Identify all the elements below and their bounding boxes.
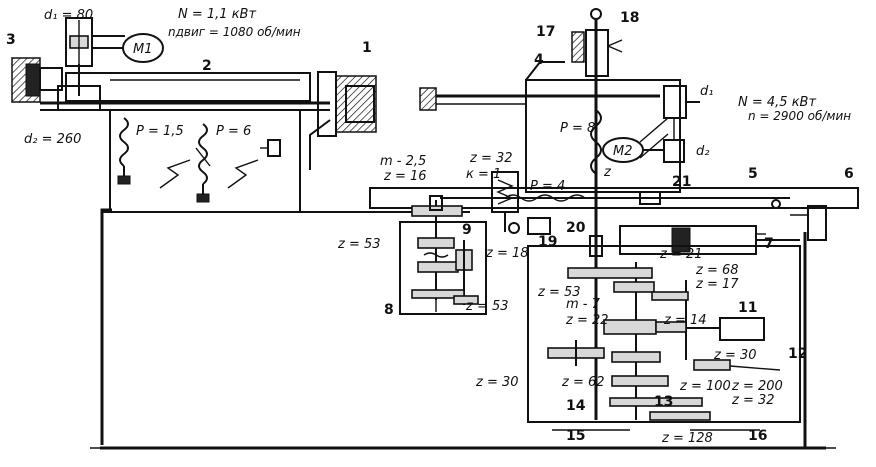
motor1-power-label: N = 1,1 кВт — [178, 7, 256, 22]
gear-z18-label: z = 18 — [485, 246, 529, 261]
part-19: 19 — [538, 234, 557, 250]
gear-z30a-label: z = 30 — [475, 375, 519, 390]
pulley-d1-label: d₁ = 80 — [44, 8, 93, 23]
part-17: 17 — [536, 24, 555, 40]
part-2: 2 — [202, 58, 212, 74]
screw-p8-label: P = 8 — [560, 121, 595, 136]
gear-z16-label: z = 16 — [383, 169, 427, 184]
worm-k1-label: к = 1 — [466, 167, 501, 182]
part-6: 6 — [844, 166, 854, 182]
part-16: 16 — [748, 428, 767, 444]
pulley-d2-m2-label: d₁ — [700, 84, 713, 99]
part-5: 5 — [748, 166, 758, 182]
part-1: 1 — [362, 40, 372, 56]
screw-p15-label: P = 1,5 — [136, 124, 184, 139]
part-9: 9 — [462, 222, 472, 238]
pulley-d1-m2-label: d₂ — [696, 144, 709, 159]
motor2-speed-label: n = 2900 об/мин — [748, 109, 851, 123]
motor1-speed-label: nдвиг = 1080 об/мин — [168, 25, 301, 39]
pulley-d2-label: d₂ = 260 — [24, 132, 81, 147]
motor1-id-label: M1 — [133, 42, 153, 57]
gear-z68-label: z = 68 — [695, 263, 739, 278]
part-18: 18 — [620, 10, 639, 26]
screw-labels: P = 1,5 P = 6 P = 8 P = 4 — [136, 121, 595, 194]
gear-z30b-label: z = 30 — [713, 348, 757, 363]
gear-z53a-label: z = 53 — [337, 237, 381, 252]
gear-z62-label: z = 62 — [561, 375, 605, 390]
motor1-labels: d₁ = 80 N = 1,1 кВт nдвиг = 1080 об/мин … — [24, 7, 301, 147]
part-12: 12 — [788, 346, 807, 362]
gear-m25-label: m - 2,5 — [380, 154, 426, 169]
motor2-labels: d₁ N = 4,5 кВт n = 2900 об/мин M2 d₂ — [613, 84, 851, 159]
part-15: 15 — [566, 428, 585, 444]
gear-z128-label: z = 128 — [661, 431, 713, 446]
main-gear-train — [527, 245, 801, 431]
part-7: 7 — [764, 236, 774, 252]
gear-z-label: z — [603, 165, 612, 180]
feed-gearbox — [399, 171, 551, 315]
workhead-assembly — [11, 17, 377, 170]
gear-z100-label: z = 100 — [679, 379, 731, 394]
gear-z17-label: z = 17 — [695, 277, 739, 292]
lead-screws-left — [117, 117, 281, 203]
motor2-id-label: M2 — [613, 144, 633, 159]
part-20: 20 — [566, 220, 586, 236]
part-4: 4 — [534, 52, 544, 68]
gear-labels: m - 2,5 z = 16 z = 32 к = 1 z = 53 z = 1… — [337, 151, 783, 446]
gear-z21-label: z = 21 — [659, 247, 703, 262]
part-13: 13 — [654, 394, 673, 410]
cross-slide — [419, 61, 700, 193]
part-number-labels: 1 2 3 4 5 6 7 8 9 11 12 13 14 15 16 17 1… — [6, 10, 854, 444]
part-14: 14 — [566, 398, 586, 414]
gear-z53c-label: z = 53 — [537, 285, 581, 300]
gear-z200-label: z = 200 — [731, 379, 783, 394]
vertical-feed-screw — [571, 8, 623, 268]
gear-z32-label: z = 32 — [469, 151, 513, 166]
part-11: 11 — [738, 300, 757, 316]
work-table — [369, 187, 859, 241]
screw-p6-label: P = 6 — [216, 124, 251, 139]
part-3: 3 — [6, 32, 16, 48]
gear-z32b-label: z = 32 — [731, 393, 775, 408]
part-8: 8 — [384, 302, 394, 318]
gear-z53b-label: z = 53 — [465, 299, 509, 314]
gear-m7-label: m - 7 — [566, 297, 601, 312]
gear-z22-label: z = 22 — [565, 313, 609, 328]
motor2-power-label: N = 4,5 кВт — [738, 95, 816, 110]
machine-frame — [90, 109, 836, 450]
gear-z14-label: z = 14 — [663, 313, 707, 328]
screw-p4-label: P = 4 — [530, 179, 565, 194]
part-21: 21 — [672, 174, 691, 190]
